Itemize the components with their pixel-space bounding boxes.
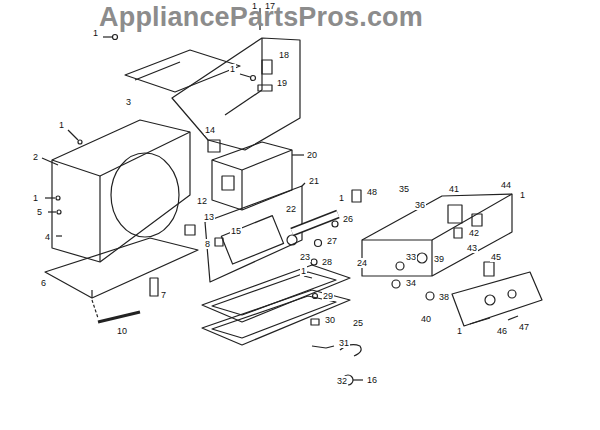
callout-number: 18 [278, 50, 290, 60]
fan-opening [111, 153, 179, 237]
callout-number: 21 [308, 176, 320, 186]
callout-number: 6 [40, 278, 47, 288]
callout-number: 39 [433, 254, 445, 264]
callout-number: 1 [229, 64, 236, 74]
gasket [202, 290, 350, 345]
callout-number: 1 [456, 326, 463, 336]
cabinet [52, 120, 190, 262]
callout-number: 45 [490, 252, 502, 262]
front-panel [452, 272, 542, 326]
callout-number: 1 [32, 193, 39, 203]
callout-number: 1 [338, 193, 345, 203]
callout-number: 31 [338, 338, 350, 348]
callout-number: 22 [285, 204, 297, 214]
callout-number: 14 [204, 125, 216, 135]
bulkhead [205, 186, 302, 282]
callout-number: 20 [306, 150, 318, 160]
base-tray [45, 238, 198, 298]
callout-number: 15 [230, 226, 242, 236]
callout-number: 7 [160, 290, 167, 300]
callout-number: 1 [92, 28, 99, 38]
bracket [258, 85, 272, 91]
callout-number: 1 [251, 1, 258, 11]
callout-number: 8 [204, 239, 211, 249]
callout-number: 42 [468, 228, 480, 238]
callout-number: 35 [398, 184, 410, 194]
callout-number: 17 [264, 1, 276, 11]
callout-number: 5 [36, 207, 43, 217]
bracket [262, 60, 272, 74]
callout-number: 28 [321, 257, 333, 267]
callout-number: 30 [324, 315, 336, 325]
callout-number: 4 [44, 232, 51, 242]
callout-number: 34 [405, 278, 417, 288]
callout-number: 1 [519, 190, 526, 200]
callout-number: 3 [125, 97, 132, 107]
callout-number: 13 [203, 212, 215, 222]
callout-number: 25 [352, 318, 364, 328]
callout-number: 33 [405, 252, 417, 262]
shroud [172, 38, 300, 150]
callout-number: 40 [420, 314, 432, 324]
control-box [212, 142, 292, 210]
callout-number: 38 [438, 292, 450, 302]
callout-number: 26 [342, 214, 354, 224]
watermark: AppliancePartsPros.com [98, 2, 424, 32]
callout-number: 27 [326, 236, 338, 246]
callout-number: 1 [300, 266, 307, 276]
callout-number: 48 [366, 187, 378, 197]
callout-number: 29 [322, 291, 334, 301]
callout-number: 1 [58, 120, 65, 130]
callout-number: 44 [500, 180, 512, 190]
top-cover [125, 50, 240, 92]
callout-number: 46 [496, 326, 508, 336]
control-housing [362, 194, 512, 276]
frame [202, 265, 350, 322]
callout-number: 41 [448, 184, 460, 194]
callout-number: 24 [356, 258, 368, 268]
callout-number: 19 [276, 78, 288, 88]
callout-number: 2 [32, 152, 39, 162]
callout-number: 23 [299, 252, 311, 262]
callout-number: 10 [116, 326, 128, 336]
callout-number: 43 [466, 243, 478, 253]
callout-number: 12 [196, 196, 208, 206]
callout-number: 47 [518, 322, 530, 332]
callout-number: 32 [336, 376, 348, 386]
callout-number: 36 [414, 200, 426, 210]
callout-number: 16 [366, 375, 378, 385]
